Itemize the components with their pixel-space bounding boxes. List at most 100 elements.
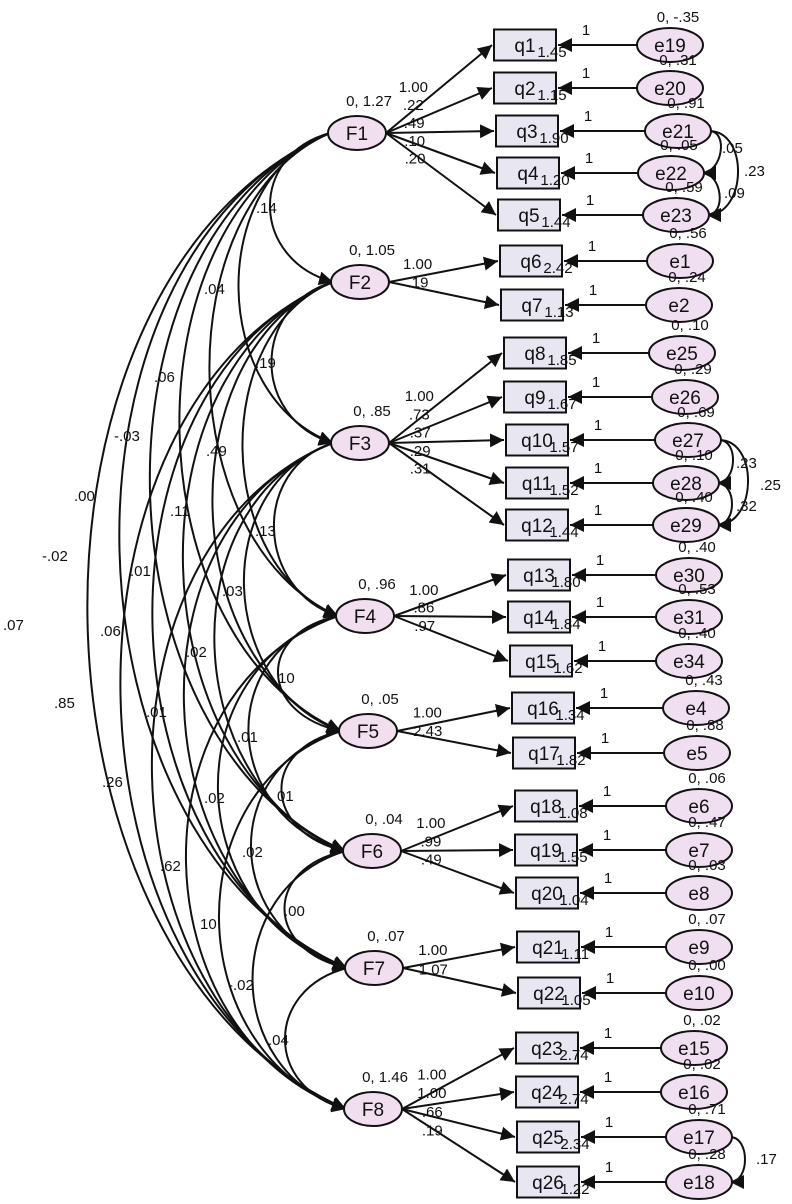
- error-path-label-e8: 1: [604, 870, 612, 887]
- error-label-e6: e6: [688, 797, 709, 818]
- indicator-q4: [496, 156, 560, 190]
- covariance-label-F1-F7: -.02: [42, 548, 68, 565]
- error-label-e21: e21: [662, 122, 694, 143]
- error-variance-e8: 0, .03: [688, 857, 726, 874]
- error-e6: [665, 788, 733, 824]
- indicator-label-q20: q20: [531, 884, 563, 905]
- loading-path-F1-q5: [385, 132, 497, 216]
- error-label-e15: e15: [678, 1039, 710, 1060]
- indicator-label-q14: q14: [523, 608, 555, 629]
- indicator-label-q4: q4: [517, 164, 539, 185]
- error-label-e2: e2: [668, 296, 689, 317]
- indicator-q11: [505, 466, 569, 500]
- indicator-label-q21: q21: [532, 938, 564, 959]
- indicator-label-q8: q8: [524, 344, 545, 365]
- latent-label-F5: F5: [357, 722, 379, 743]
- error-e10: [665, 975, 733, 1011]
- error-path-label-e9: 1: [605, 924, 613, 941]
- covariance-label-F1-F4: .06: [154, 369, 175, 386]
- loading-path-F8-q26: [401, 1108, 516, 1183]
- loading-path-F5-q16: [396, 703, 511, 732]
- loading-label-F7-q22: 1.07: [419, 962, 448, 979]
- intercept-q19: 1.55: [558, 849, 587, 866]
- loading-path-F1-q3: [385, 124, 495, 139]
- indicator-q3: [495, 114, 559, 148]
- error-label-e1: e1: [669, 252, 690, 273]
- error-variance-e25: 0, .10: [671, 317, 709, 334]
- covariance-label-F2-F7: .06: [100, 623, 121, 640]
- indicator-label-q12: q12: [521, 516, 553, 537]
- latent-F5: [338, 713, 398, 749]
- latent-label-F2: F2: [349, 273, 371, 294]
- error-e18: [665, 1164, 733, 1200]
- error-e20: [636, 70, 704, 106]
- latent-variance-F4: 0, .96: [358, 576, 396, 593]
- loading-label-F6-q18: 1.00: [416, 815, 445, 832]
- intercept-q24: 2.74: [559, 1091, 588, 1108]
- loading-label-F5-q17: 2.43: [413, 723, 442, 740]
- error-label-e10: e10: [683, 984, 715, 1005]
- error-e1: [646, 243, 714, 279]
- indicator-q17: [512, 736, 576, 770]
- error-e5: [663, 735, 731, 771]
- indicator-q14: [507, 600, 571, 634]
- error-e7: [665, 832, 733, 868]
- latent-F4: [335, 598, 395, 634]
- error-e17: [665, 1119, 733, 1155]
- error-path-label-e18: 1: [605, 1159, 613, 1176]
- error-variance-e29: 0, .40: [675, 489, 713, 506]
- intercept-q16: 1.34: [555, 707, 584, 724]
- error-e2: [645, 287, 713, 323]
- loading-label-F1-q5: .20: [405, 150, 426, 167]
- error-label-e8: e8: [688, 884, 709, 905]
- error-path-label-e2: 1: [589, 282, 597, 299]
- loading-path-F8-q25: [401, 1108, 516, 1141]
- indicator-q2: [493, 71, 557, 105]
- covariance-label-F6-F7: .00: [284, 903, 305, 920]
- loading-label-F3-q8: 1.00: [405, 388, 434, 405]
- error-e28: [652, 465, 720, 501]
- loading-path-F1-q2: [385, 87, 493, 134]
- intercept-q3: 1.90: [539, 130, 568, 147]
- intercept-q2: 1.15: [537, 87, 566, 104]
- covariance-label-F5-F7: .02: [242, 844, 263, 861]
- error-path-label-e10: 1: [606, 970, 614, 987]
- covariance-label-F3-F4: .13: [255, 523, 276, 540]
- covariance-F1-F2: [269, 122, 346, 286]
- error-e26: [651, 379, 719, 415]
- covariance-F1-F7: [118, 121, 348, 969]
- error-label-e29: e29: [670, 516, 702, 537]
- indicator-label-q5: q5: [518, 206, 539, 227]
- latent-F8: [343, 1091, 403, 1127]
- covariance-F7-F8: [284, 957, 363, 1113]
- error-label-e25: e25: [666, 344, 698, 365]
- indicator-label-q16: q16: [527, 699, 559, 720]
- error-variance-e23: 0, .59: [665, 179, 703, 196]
- error-path-label-e21: 1: [584, 108, 592, 125]
- covariance-label-F2-F8: .85: [54, 695, 75, 712]
- latent-variance-F5: 0, .05: [361, 691, 399, 708]
- error-e22: [637, 155, 705, 191]
- error-path-label-e5: 1: [601, 730, 609, 747]
- error-path-label-e4: 1: [600, 685, 608, 702]
- covariance-label-F1-F5: -.03: [114, 428, 140, 445]
- error-variance-e4: 0, .43: [685, 672, 723, 689]
- error-path-label-e26: 1: [592, 374, 600, 391]
- path-layer: [385, 38, 749, 1189]
- covariance-F6-F8: [251, 840, 361, 1112]
- loading-label-F7-q21: 1.00: [418, 942, 447, 959]
- loading-path-F7-q22: [402, 967, 517, 997]
- loading-path-F4-q13: [393, 573, 507, 617]
- error-e29: [652, 507, 720, 543]
- error-variance-e7: 0, .47: [688, 814, 726, 831]
- error-variance-e15: 0, .02: [683, 1012, 721, 1029]
- covariance-F5-F7: [249, 720, 357, 971]
- error-covariance-label-e21-e23: .23: [744, 163, 765, 180]
- latent-label-F8: F8: [362, 1100, 384, 1121]
- covariance-label-F3-F6: .02: [186, 644, 207, 661]
- error-covariance-e21-e23: [694, 123, 739, 222]
- error-covariance-label-e28-e29: .32: [736, 498, 757, 515]
- indicator-q26: [516, 1165, 580, 1199]
- error-path-label-e16: 1: [604, 1069, 612, 1086]
- covariance-F1-F6: [148, 121, 346, 852]
